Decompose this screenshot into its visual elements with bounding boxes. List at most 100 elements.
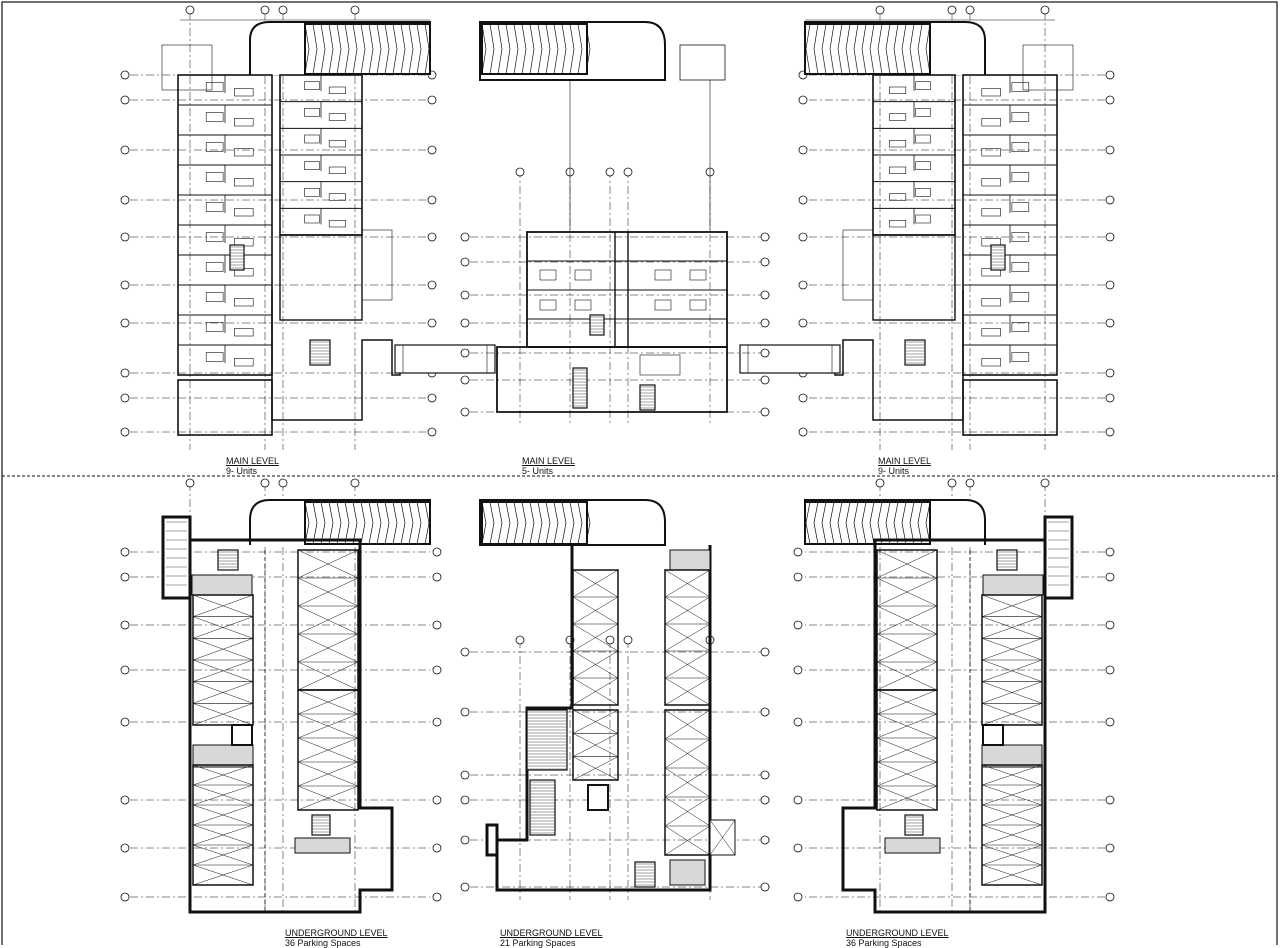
- grid-bubble: [278, 5, 288, 15]
- grid-bubble: [793, 892, 803, 902]
- shaded-zone: [981, 744, 1043, 768]
- grid-bubble: [1040, 5, 1050, 15]
- grid-bubble: [793, 665, 803, 675]
- ramp-hatch: [424, 522, 430, 545]
- fixture: [205, 352, 224, 362]
- stall-x: [981, 824, 1043, 846]
- stall-x: [192, 804, 254, 826]
- ramp-hatch: [505, 48, 511, 75]
- ramp-hatch: [416, 522, 422, 545]
- fixture: [328, 193, 346, 201]
- stall-x: [297, 761, 359, 787]
- grid-bubble: [760, 795, 770, 805]
- grid-bubble: [427, 232, 437, 242]
- stair: [904, 339, 926, 366]
- ramp-hatch: [813, 522, 819, 545]
- ramp-hatch: [352, 23, 358, 50]
- fixture: [981, 328, 1001, 337]
- ramp-hatch: [352, 501, 358, 524]
- grid-bubble: [120, 427, 130, 437]
- ramp-hatch: [869, 522, 875, 545]
- fixture: [654, 299, 672, 311]
- stall-x: [664, 677, 711, 706]
- stall-x: [572, 756, 619, 781]
- ramp-hatch: [569, 501, 575, 524]
- stall-x: [192, 659, 254, 682]
- grid-bubble: [798, 95, 808, 105]
- ramp-hatch: [416, 23, 422, 50]
- stair: [309, 339, 331, 366]
- ramp-hatch: [360, 23, 366, 50]
- grid-bubble: [1105, 95, 1115, 105]
- grid-bubble: [120, 280, 130, 290]
- shaded-zone: [982, 574, 1044, 596]
- fixture: [915, 108, 931, 117]
- grid-bubble: [1105, 368, 1115, 378]
- stall-x: [876, 661, 938, 691]
- grid-bubble: [793, 795, 803, 805]
- ramp-hatch: [837, 48, 843, 75]
- fixture: [915, 161, 931, 170]
- balcony: [679, 44, 726, 81]
- grid-bubble: [427, 195, 437, 205]
- ramp-hatch: [505, 23, 511, 50]
- stall-x: [297, 549, 359, 579]
- fixture: [981, 88, 1001, 97]
- grid-bubble: [1105, 795, 1115, 805]
- ramp-hatch: [845, 522, 851, 545]
- ramp-hatch: [497, 522, 503, 545]
- ramp-hatch: [360, 522, 366, 545]
- ramp-hatch: [861, 23, 867, 50]
- grid-bubble: [260, 478, 270, 488]
- grid-bubble: [760, 318, 770, 328]
- fixture: [889, 86, 907, 94]
- ramp-hatch: [901, 48, 907, 75]
- stall-x: [192, 764, 254, 786]
- ramp-hatch: [376, 48, 382, 75]
- stair: [229, 244, 245, 271]
- lobby: [872, 234, 956, 321]
- ramp-hatch: [577, 48, 583, 75]
- grid-bubble: [432, 843, 442, 853]
- grid-bubble: [460, 882, 470, 892]
- elevator: [982, 724, 1004, 746]
- stall-x: [876, 549, 938, 579]
- grid-bubble: [798, 232, 808, 242]
- fixture: [205, 82, 224, 92]
- ramp-hatch: [925, 23, 931, 50]
- ramp-hatch: [336, 48, 342, 75]
- grid-bubble: [120, 318, 130, 328]
- foundation-wall: [495, 545, 712, 892]
- ramp-hatch: [408, 501, 414, 524]
- ramp-hatch: [368, 48, 374, 75]
- underground-level-plan-right: [793, 478, 1115, 915]
- ramp-hatch: [829, 522, 835, 545]
- ramp-hatch: [312, 501, 318, 524]
- plan-title: UNDERGROUND LEVEL: [846, 928, 949, 938]
- ramp-hatch: [497, 501, 503, 524]
- fixture: [328, 140, 346, 148]
- bridge: [739, 344, 841, 374]
- fixture: [328, 166, 346, 174]
- ramp-hatch: [481, 48, 487, 75]
- grid-bubble: [1105, 318, 1115, 328]
- balcony: [161, 44, 213, 91]
- ramp-hatch: [837, 501, 843, 524]
- ramp-hatch: [861, 48, 867, 75]
- ramp-hatch: [577, 522, 583, 545]
- ramp-hatch: [529, 23, 535, 50]
- ramp-hatch: [869, 23, 875, 50]
- fixture: [915, 134, 931, 144]
- grid-bubble: [1105, 70, 1115, 80]
- ramp-hatch: [853, 23, 859, 50]
- ramp-hatch: [553, 522, 559, 545]
- ramp-hatch: [408, 23, 414, 50]
- fixture: [981, 118, 1001, 127]
- ramp-hatch: [384, 48, 390, 75]
- ramp-hatch: [320, 48, 326, 75]
- ramp-hatch: [368, 522, 374, 545]
- ramp-hatch: [885, 23, 891, 50]
- ramp-hatch: [320, 23, 326, 50]
